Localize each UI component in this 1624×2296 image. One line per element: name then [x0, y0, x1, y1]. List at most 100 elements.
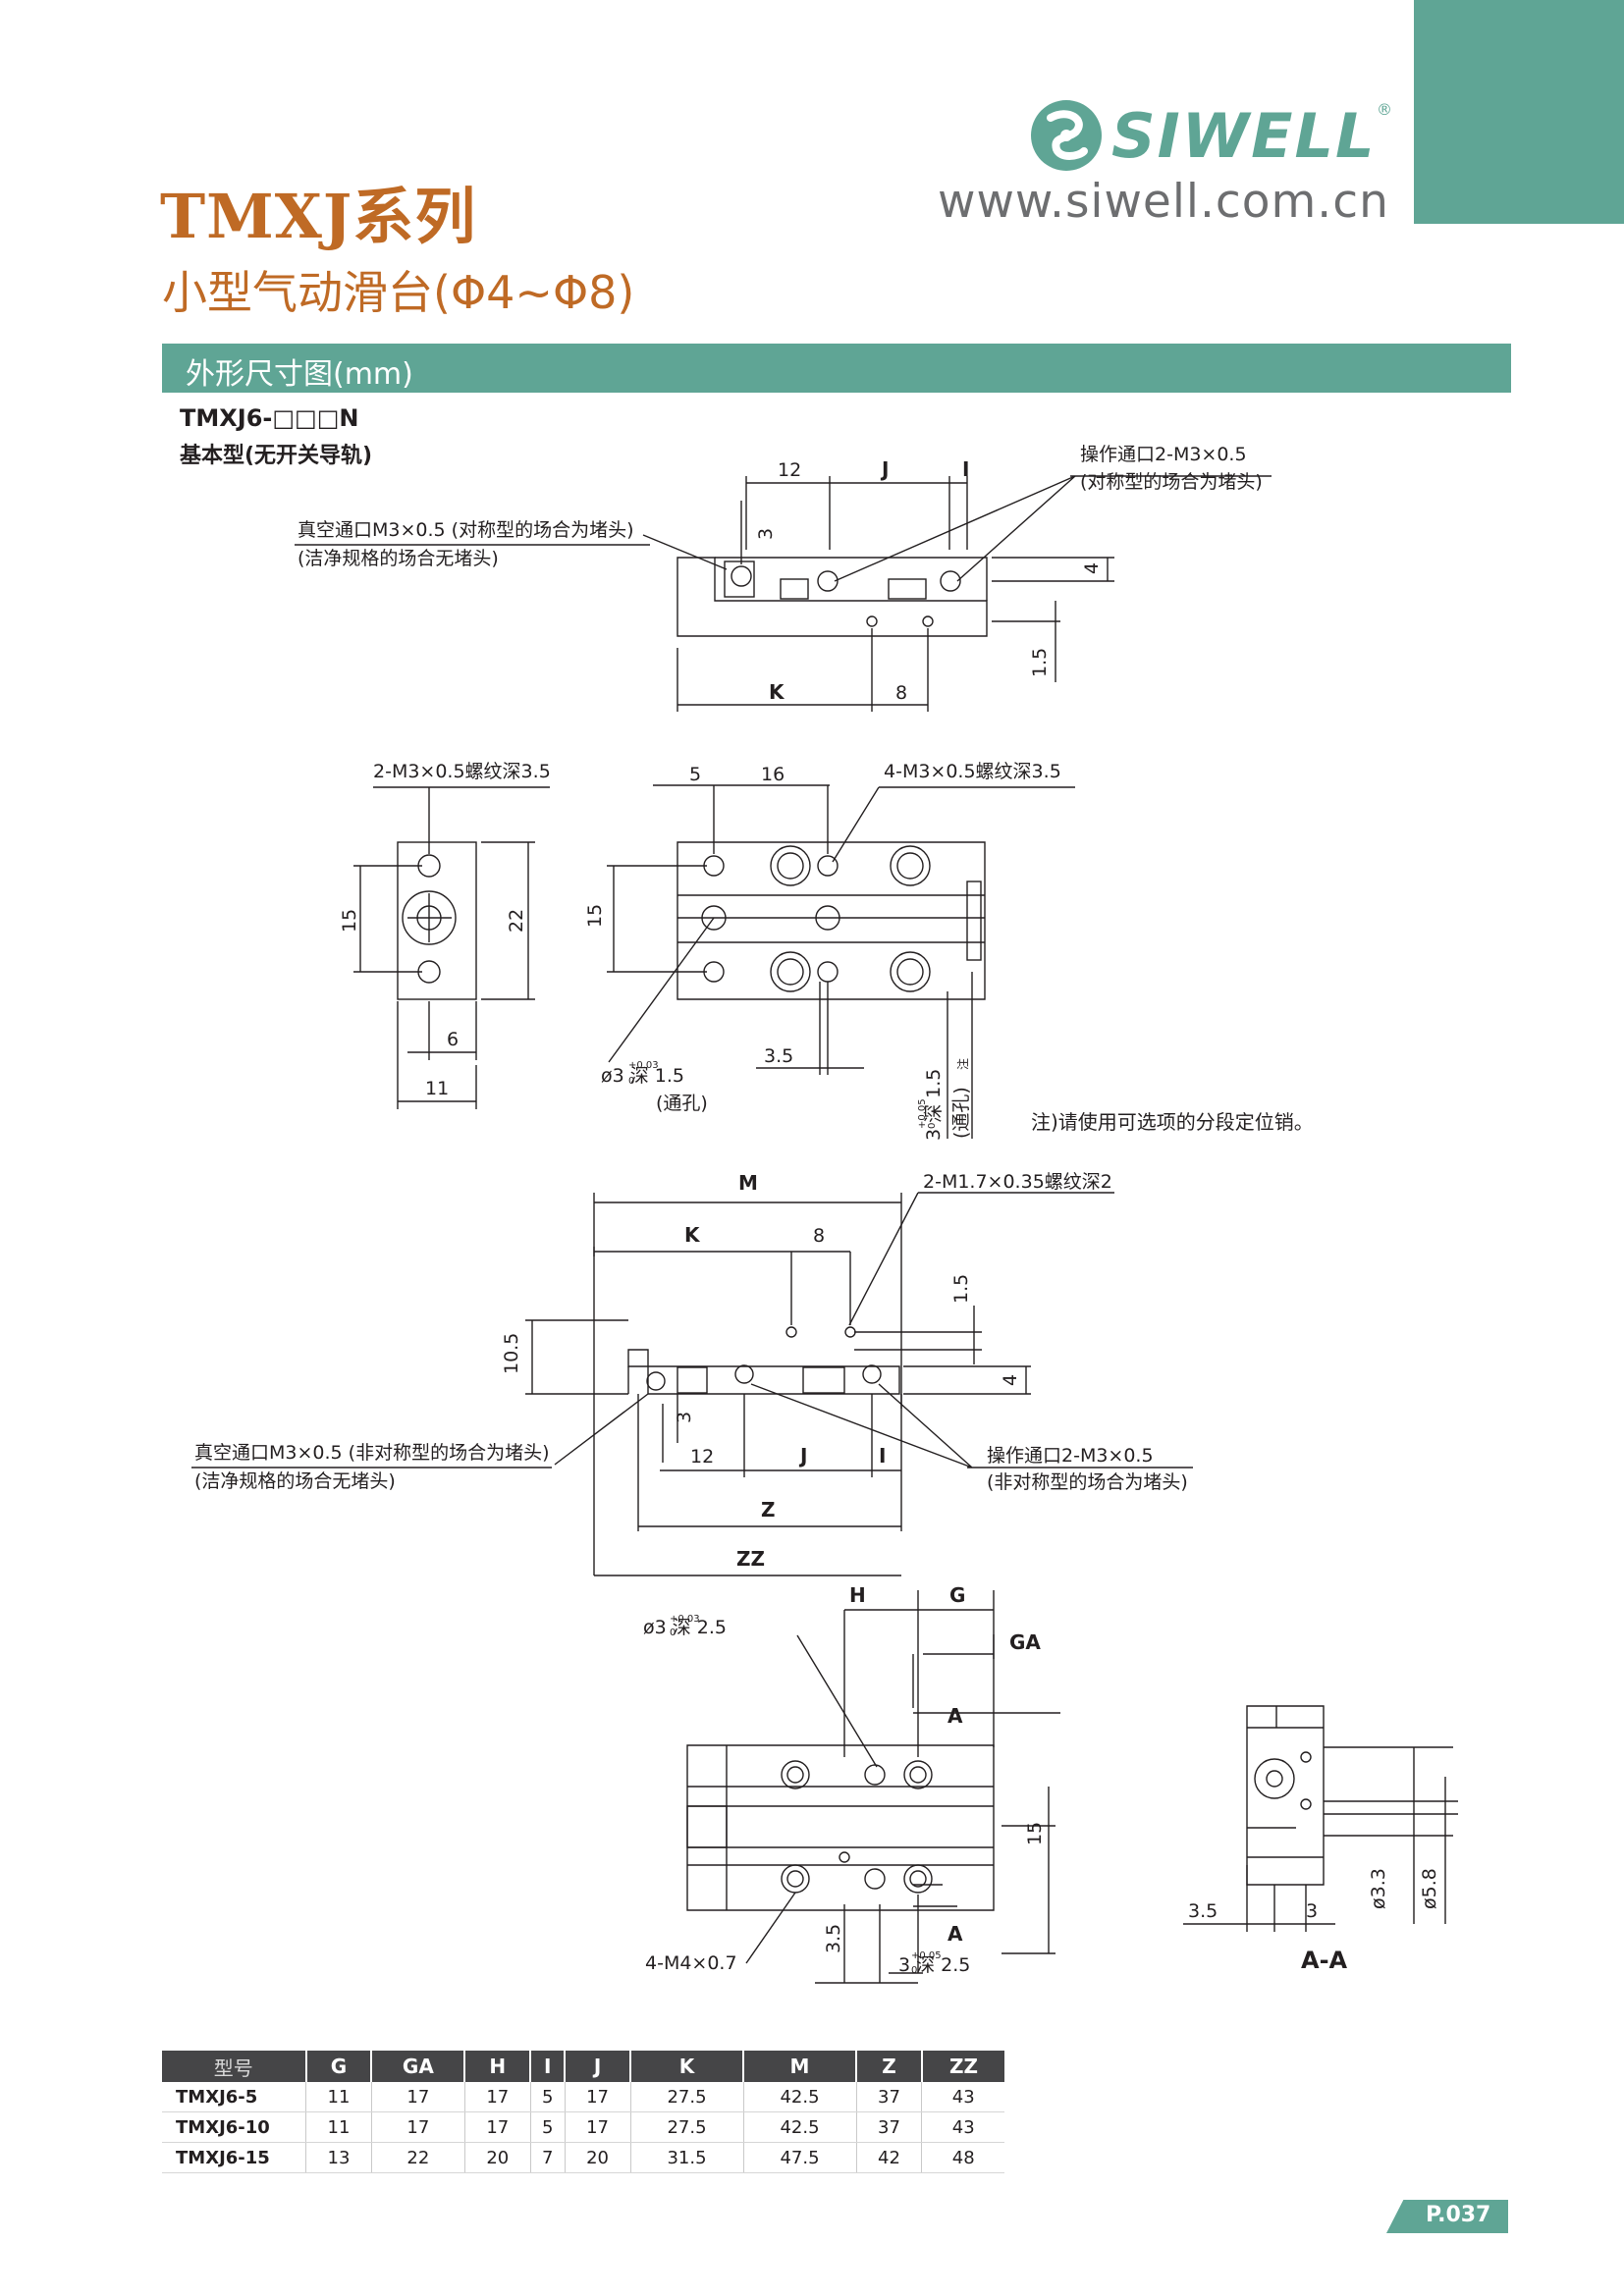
table-cell: 43 [921, 2082, 1004, 2112]
table-cell: TMXJ6-5 [162, 2082, 306, 2112]
svg-text:22: 22 [506, 909, 527, 933]
svg-text:3: 3 [755, 528, 777, 540]
svg-text:A-A: A-A [1301, 1947, 1348, 1974]
column-header: M [742, 2051, 856, 2082]
svg-text:I: I [962, 457, 969, 481]
svg-text:K: K [769, 680, 785, 704]
header-color-band [1414, 0, 1624, 224]
svg-text:操作通口2-M3×0.5: 操作通口2-M3×0.5 [1080, 444, 1247, 465]
table-cell: 20 [463, 2142, 531, 2173]
column-header: Z [855, 2051, 922, 2082]
dimension-table: 型号 G GA H I J K M Z ZZ TMXJ6-5 11 17 17 … [162, 2051, 1004, 2173]
page-subtitle: 小型气动滑台(Φ4~Φ8) [162, 266, 635, 319]
section-header: 外形尺寸图(mm) [162, 344, 1511, 393]
table-cell: 37 [855, 2082, 922, 2112]
svg-text:5: 5 [689, 764, 701, 785]
svg-text:+0.05: +0.05 [911, 1950, 942, 1961]
svg-text:ZZ: ZZ [736, 1547, 765, 1571]
table-cell: 13 [305, 2142, 372, 2173]
registered-mark: ® [1377, 100, 1392, 119]
drawing-labels: 12 J I 3 4 1.5 K 8 操作通口2-M3×0.5 (对称型的场合为… [194, 444, 1440, 1976]
table-cell: 42 [855, 2142, 922, 2173]
svg-text:3.5: 3.5 [1188, 1900, 1218, 1922]
svg-text:M: M [738, 1171, 758, 1195]
table-cell: 20 [564, 2142, 631, 2173]
view-plan [607, 784, 1075, 1139]
brand-logo: SIWELL ® [1027, 96, 1400, 177]
svg-text:(非对称型的场合为堵头): (非对称型的场合为堵头) [987, 1471, 1188, 1493]
model-code: TMXJ6-□□□N [180, 404, 359, 432]
svg-text:G: G [949, 1583, 965, 1607]
svg-text:(通孔): (通孔) [656, 1093, 708, 1114]
table-header-row: 型号 G GA H I J K M Z ZZ [162, 2051, 1004, 2082]
table-cell: 43 [921, 2111, 1004, 2143]
svg-text:(洁净规格的场合无堵头): (洁净规格的场合无堵头) [194, 1470, 396, 1492]
svg-text:操作通口2-M3×0.5: 操作通口2-M3×0.5 [987, 1445, 1154, 1467]
column-header: 型号 [162, 2051, 306, 2082]
table-cell: 11 [305, 2111, 372, 2143]
svg-text:4-M3×0.5螺纹深3.5: 4-M3×0.5螺纹深3.5 [884, 761, 1061, 782]
svg-text:3 深 2.5: 3 深 2.5 [898, 1954, 970, 1976]
svg-text:1.5: 1.5 [1029, 648, 1051, 677]
view-bottom [686, 1590, 1060, 1984]
view-end [353, 786, 550, 1109]
table-cell: 48 [921, 2142, 1004, 2173]
view-top-side [295, 475, 1272, 712]
table-cell: 37 [855, 2111, 922, 2143]
table-row: TMXJ6-10 11 17 17 5 17 27.5 42.5 37 43 [162, 2111, 1004, 2143]
column-header: G [304, 2051, 372, 2082]
column-header: J [564, 2051, 631, 2082]
table-row: TMXJ6-5 11 17 17 5 17 27.5 42.5 37 43 [162, 2082, 1004, 2112]
svg-text:12: 12 [690, 1446, 714, 1468]
svg-text:(洁净规格的场合无堵头): (洁净规格的场合无堵头) [298, 548, 499, 569]
siwell-swirl-icon [1031, 100, 1102, 171]
svg-text:A: A [947, 1704, 963, 1728]
column-header: H [463, 2051, 531, 2082]
svg-text:真空通口M3×0.5 (对称型的场合为堵头): 真空通口M3×0.5 (对称型的场合为堵头) [298, 519, 633, 541]
column-header: GA [370, 2051, 465, 2082]
table-cell: TMXJ6-15 [162, 2142, 306, 2173]
svg-text:12: 12 [778, 459, 801, 481]
svg-text:3.5: 3.5 [823, 1924, 844, 1953]
table-cell: TMXJ6-10 [162, 2111, 306, 2143]
svg-text:J: J [798, 1444, 807, 1468]
svg-text:0: 0 [911, 1965, 917, 1976]
table-cell: 17 [370, 2082, 465, 2112]
table-cell: 5 [529, 2111, 566, 2143]
page-number-tab: P.037 [1386, 2200, 1508, 2233]
svg-text:GA: GA [1009, 1630, 1041, 1654]
svg-text:注)请使用可选项的分段定位销。: 注)请使用可选项的分段定位销。 [1031, 1110, 1314, 1134]
svg-text:3: 3 [674, 1412, 695, 1423]
table-cell: 17 [463, 2111, 531, 2143]
svg-text:A: A [947, 1922, 963, 1946]
svg-text:10.5: 10.5 [501, 1333, 522, 1374]
svg-text:4: 4 [1000, 1374, 1021, 1386]
svg-text:4: 4 [1081, 562, 1103, 574]
svg-text:注: 注 [955, 1058, 970, 1070]
column-header: I [529, 2051, 566, 2082]
svg-text:16: 16 [761, 764, 785, 785]
table-cell: 17 [564, 2111, 631, 2143]
page-title: TMXJ系列 [160, 181, 477, 252]
svg-text:(通孔): (通孔) [950, 1087, 972, 1139]
svg-text:8: 8 [813, 1225, 825, 1247]
brand-name: SIWELL [1111, 100, 1377, 172]
brand-url[interactable]: www.siwell.com.cn [938, 175, 1389, 229]
table-cell: 17 [564, 2082, 631, 2112]
svg-text:ø3.3: ø3.3 [1368, 1868, 1389, 1909]
svg-text:15: 15 [339, 909, 360, 933]
dimension-drawing: 12 J I 3 4 1.5 K 8 操作通口2-M3×0.5 (对称型的场合为… [191, 444, 1458, 1984]
table-row: TMXJ6-15 13 22 20 7 20 31.5 47.5 42 48 [162, 2142, 1004, 2173]
svg-text:I: I [879, 1444, 886, 1468]
svg-text:真空通口M3×0.5 (非对称型的场合为堵头): 真空通口M3×0.5 (非对称型的场合为堵头) [194, 1442, 549, 1464]
svg-text:4-M4×0.7: 4-M4×0.7 [645, 1952, 737, 1974]
table-cell: 42.5 [742, 2082, 856, 2112]
svg-text:+0.03: +0.03 [670, 1614, 700, 1625]
svg-text:0: 0 [670, 1628, 676, 1638]
table-cell: 27.5 [629, 2111, 744, 2143]
table-cell: 42.5 [742, 2111, 856, 2143]
svg-text:1.5: 1.5 [950, 1274, 972, 1304]
svg-text:3.5: 3.5 [764, 1045, 793, 1067]
svg-text:K: K [684, 1223, 701, 1247]
table-cell: 31.5 [629, 2142, 744, 2173]
